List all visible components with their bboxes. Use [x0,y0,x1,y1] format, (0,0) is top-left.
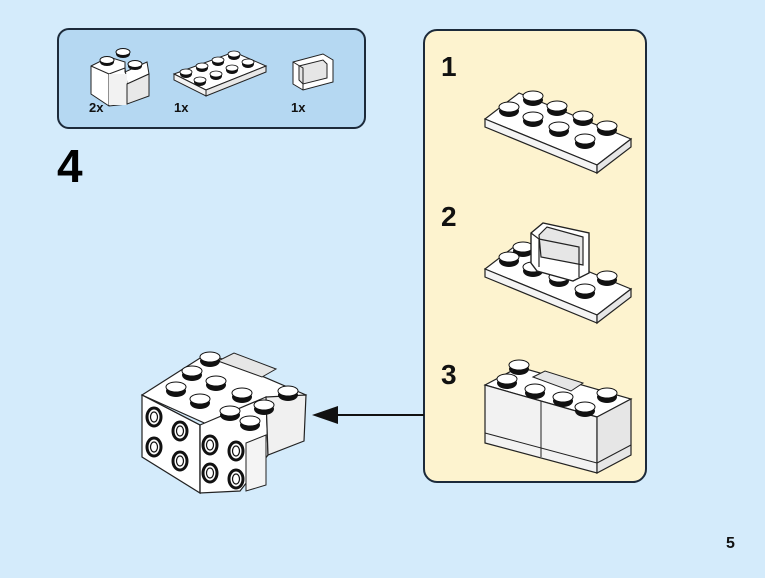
part-panel: 1x [289,44,349,115]
corner-brick-icon [90,48,150,107]
page-number: 5 [726,535,735,552]
sub-step-number: 2 [441,201,457,232]
plate-2x4-icon [172,50,268,97]
assembled-model-icon [140,351,308,495]
plate-with-corner-bricks-icon [483,359,633,474]
parts-list-callout: 2x 1x 1x [57,28,366,129]
panel-icon [292,53,334,91]
plate-with-panel-icon [483,222,633,325]
step-number: 4 [57,140,83,192]
arrow-left-icon [312,406,424,424]
part-quantity: 2x [89,100,104,115]
part-corner-brick: 2x [87,44,157,115]
sub-step-number: 3 [441,359,457,390]
part-quantity: 1x [291,100,306,115]
plate-2x4-icon [483,90,633,175]
sub-assembly-panel: 1 2 [423,29,647,483]
sub-step-number: 1 [441,51,457,82]
part-quantity: 1x [174,100,189,115]
part-plate-2x4: 1x [172,44,272,115]
